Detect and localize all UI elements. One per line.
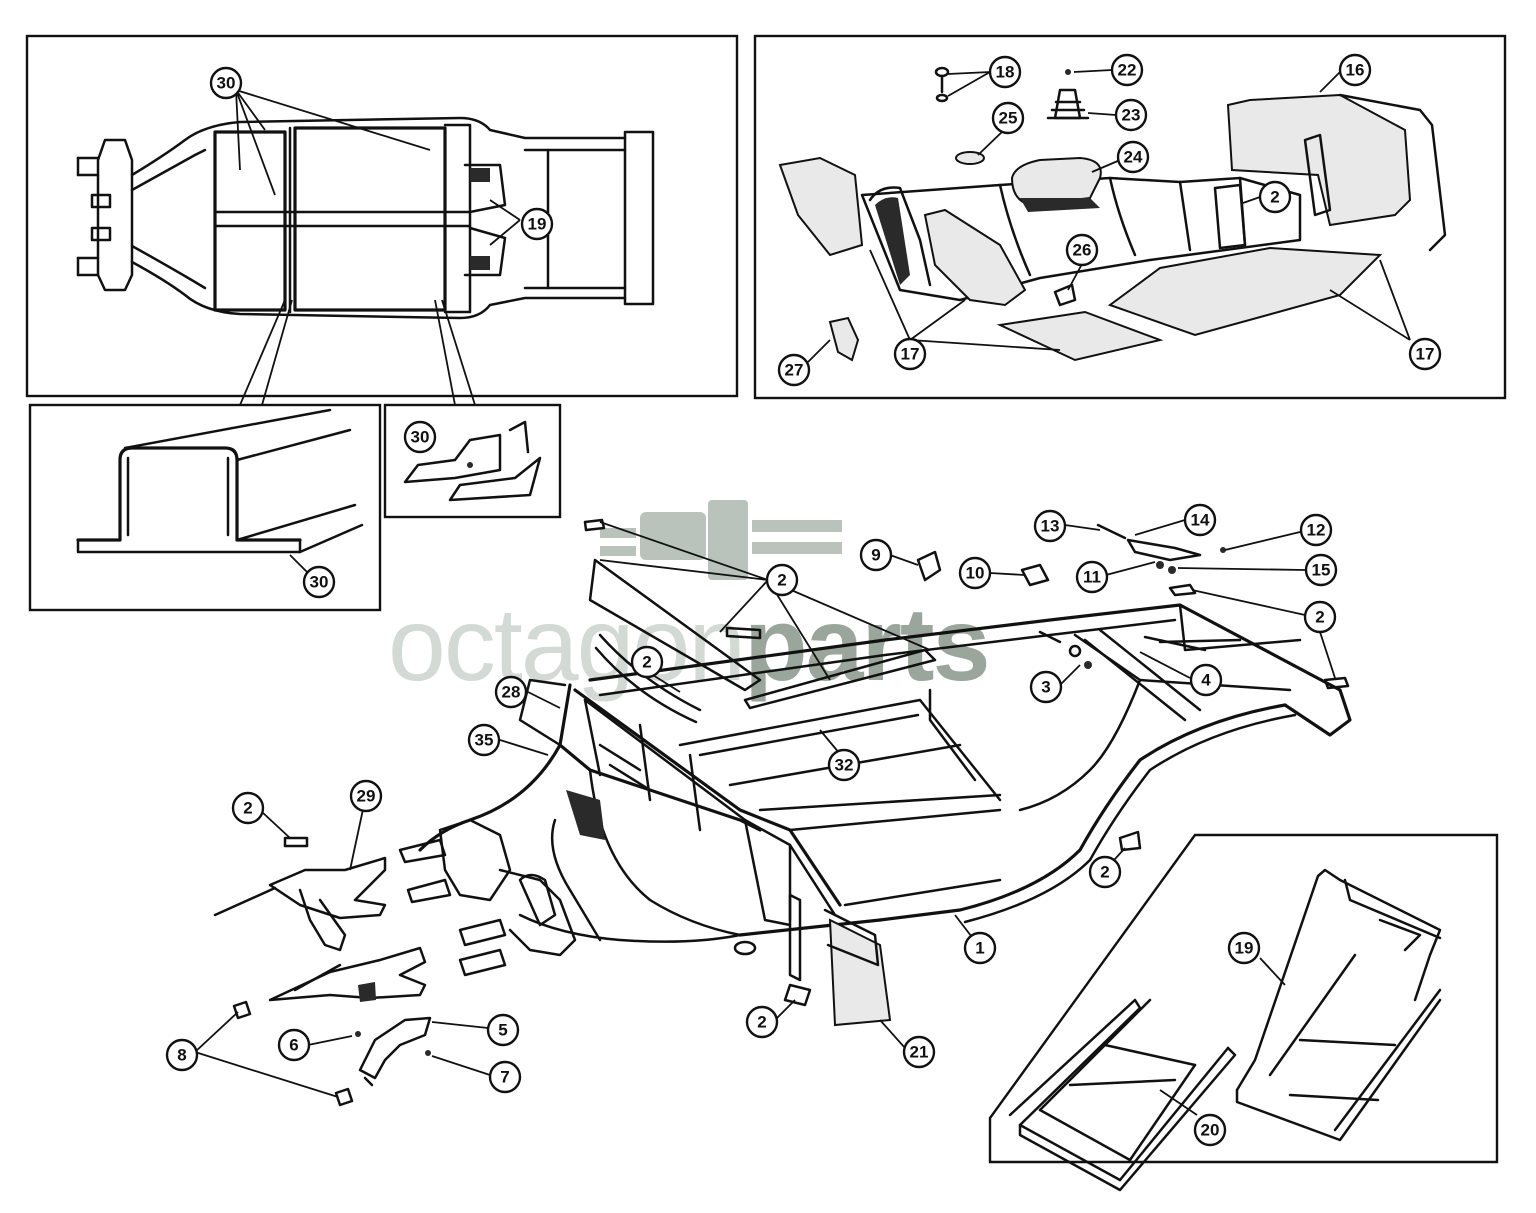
svg-text:35: 35 — [475, 731, 494, 750]
svg-text:19: 19 — [528, 215, 547, 234]
panel-frame-section-detail — [28, 403, 382, 612]
callout-30-bracket: 30 — [403, 420, 437, 454]
callout-8: 8 — [165, 1038, 199, 1072]
callout-5: 5 — [486, 1013, 520, 1047]
callout-2-floor: 2 — [1258, 180, 1292, 214]
watermark: octagonparts — [388, 500, 990, 703]
callout-17-right: 17 — [1408, 337, 1442, 371]
panel-frame-floor-detail — [753, 34, 1507, 400]
callout-21: 21 — [902, 1035, 936, 1069]
callout-2-rail: 2 — [1303, 600, 1337, 634]
watermark-brand-bold: parts — [744, 587, 988, 703]
callout-20: 20 — [1193, 1113, 1227, 1147]
svg-text:2: 2 — [243, 799, 252, 818]
svg-text:22: 22 — [1118, 61, 1137, 80]
callout-17-left: 17 — [893, 337, 927, 371]
callout-14: 14 — [1183, 503, 1217, 537]
callout-10: 10 — [958, 556, 992, 590]
svg-text:17: 17 — [901, 345, 920, 364]
svg-text:26: 26 — [1073, 241, 1092, 260]
callout-26: 26 — [1065, 233, 1099, 267]
svg-text:octagonparts: octagonparts — [388, 587, 988, 703]
svg-text:5: 5 — [498, 1021, 507, 1040]
svg-text:15: 15 — [1312, 561, 1331, 580]
svg-text:30: 30 — [310, 573, 329, 592]
svg-text:30: 30 — [217, 74, 236, 93]
callout-1: 1 — [963, 931, 997, 965]
svg-text:32: 32 — [835, 756, 854, 775]
svg-text:6: 6 — [289, 1036, 298, 1055]
callout-6: 6 — [277, 1028, 311, 1062]
callout-19: 19 — [520, 207, 554, 241]
svg-text:4: 4 — [1201, 671, 1211, 690]
svg-text:2: 2 — [777, 571, 786, 590]
callout-2-beams: 2 — [765, 563, 799, 597]
callout-25: 25 — [991, 101, 1025, 135]
svg-text:16: 16 — [1346, 61, 1365, 80]
svg-text:2: 2 — [642, 653, 651, 672]
svg-text:30: 30 — [411, 428, 430, 447]
svg-text:17: 17 — [1416, 345, 1435, 364]
callout-29: 29 — [349, 779, 383, 813]
svg-text:7: 7 — [500, 1068, 509, 1087]
svg-text:3: 3 — [1041, 678, 1050, 697]
svg-text:2: 2 — [757, 1013, 766, 1032]
callout-30: 30 — [209, 66, 243, 100]
callout-27: 27 — [777, 353, 811, 387]
svg-text:12: 12 — [1307, 521, 1326, 540]
callout-3: 3 — [1029, 670, 1063, 704]
svg-text:2: 2 — [1100, 863, 1109, 882]
callout-16: 16 — [1338, 53, 1372, 87]
svg-text:29: 29 — [357, 787, 376, 806]
svg-text:23: 23 — [1122, 106, 1141, 125]
panel-frame-bracket-detail — [383, 403, 562, 519]
callout-30-section: 30 — [302, 565, 336, 599]
watermark-logo-icon — [600, 500, 842, 580]
panel-frame-plan-view — [25, 34, 739, 406]
svg-text:2: 2 — [1315, 608, 1324, 627]
svg-text:2: 2 — [1270, 188, 1279, 207]
callout-13: 13 — [1033, 509, 1067, 543]
callout-12: 12 — [1299, 513, 1333, 547]
svg-text:24: 24 — [1124, 148, 1143, 167]
svg-text:21: 21 — [910, 1043, 929, 1062]
svg-text:13: 13 — [1041, 517, 1060, 536]
callout-19-seat-pan: 19 — [1227, 931, 1261, 965]
callout-35: 35 — [467, 723, 501, 757]
panel-frame-seat-pan-detail — [988, 833, 1499, 1192]
svg-text:25: 25 — [999, 109, 1018, 128]
callout-2-wishbone: 2 — [231, 791, 265, 825]
callout-9: 9 — [859, 538, 893, 572]
svg-text:18: 18 — [996, 63, 1015, 82]
svg-text:11: 11 — [1083, 568, 1101, 587]
svg-text:10: 10 — [966, 564, 985, 583]
svg-text:28: 28 — [502, 683, 521, 702]
svg-text:27: 27 — [785, 361, 804, 380]
callout-2-side: 2 — [1088, 855, 1122, 889]
svg-text:1: 1 — [975, 939, 984, 958]
callout-24: 24 — [1116, 140, 1150, 174]
svg-text:8: 8 — [177, 1046, 186, 1065]
callout-4: 4 — [1189, 663, 1223, 697]
callout-23: 23 — [1114, 98, 1148, 132]
callout-2-lower: 2 — [745, 1005, 779, 1039]
svg-text:20: 20 — [1201, 1121, 1220, 1140]
callout-7: 7 — [488, 1060, 522, 1094]
callout-32: 32 — [827, 748, 861, 782]
callout-18: 18 — [988, 55, 1022, 89]
main-chassis-drawing — [194, 518, 1352, 1107]
callout-28: 28 — [494, 675, 528, 709]
callout-11: 11 — [1075, 560, 1109, 594]
callout-15: 15 — [1304, 553, 1338, 587]
svg-text:14: 14 — [1191, 511, 1210, 530]
svg-text:19: 19 — [1235, 939, 1254, 958]
callout-22: 22 — [1110, 53, 1144, 87]
svg-text:9: 9 — [871, 546, 880, 565]
callout-2-strip: 2 — [630, 645, 664, 679]
